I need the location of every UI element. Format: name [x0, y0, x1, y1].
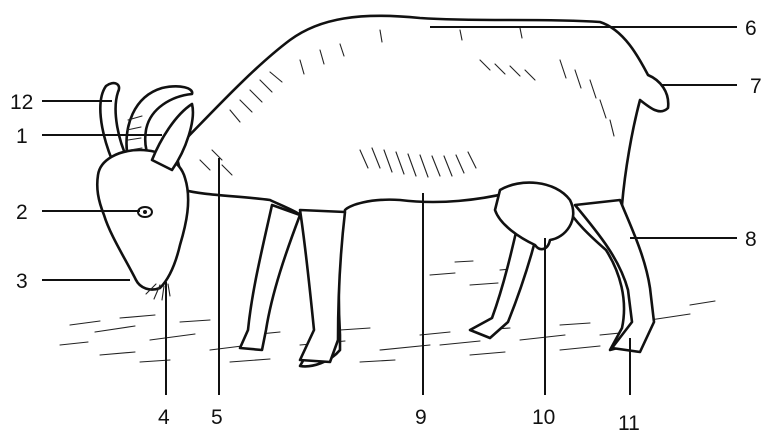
callout-number-12: 12: [10, 91, 33, 114]
callout-number-8: 8: [745, 228, 757, 251]
callout-number-1: 1: [16, 125, 28, 148]
callout-number-7: 7: [750, 75, 762, 98]
callout-number-9: 9: [415, 406, 427, 429]
callout-number-2: 2: [16, 201, 28, 224]
callout-number-5: 5: [211, 406, 223, 429]
goat-head: [97, 83, 193, 300]
callout-number-10: 10: [532, 406, 555, 429]
head-shape: [97, 150, 188, 290]
callout-number-11: 11: [618, 412, 640, 435]
horn-rear-shape: [100, 83, 128, 160]
callout-number-3: 3: [16, 270, 28, 293]
callout-number-4: 4: [158, 406, 170, 429]
front-leg-shape: [300, 210, 345, 362]
callout-number-6: 6: [745, 17, 757, 40]
udder-shape: [495, 183, 573, 250]
far-legs: [240, 205, 540, 350]
